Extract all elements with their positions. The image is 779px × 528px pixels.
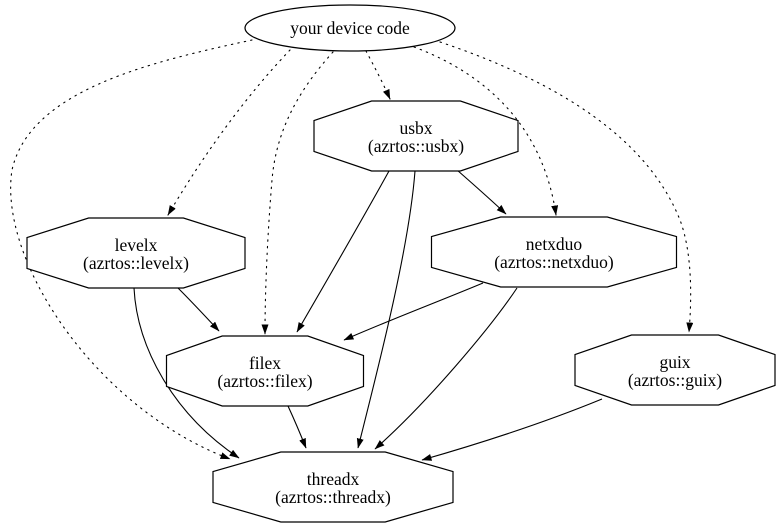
edge-device-usbx: [365, 50, 391, 100]
node-label-usbx: usbx: [399, 118, 432, 138]
node-label-filex: filex: [249, 353, 281, 373]
edges-layer: [10, 39, 694, 461]
edge-device-levelx: [167, 49, 291, 216]
edge-usbx-threadx: [356, 170, 416, 449]
edge-device-filex: [261, 51, 334, 335]
node-label-netxduo: netxduo: [526, 234, 583, 254]
node-sublabel-usbx: (azrtos::usbx): [368, 136, 464, 156]
edge-netxduo-filex: [343, 282, 484, 341]
node-sublabel-netxduo: (azrtos::netxduo): [494, 252, 614, 272]
node-label-guix: guix: [659, 352, 690, 372]
node-label-device: your device code: [290, 18, 410, 38]
node-sublabel-filex: (azrtos::filex): [217, 371, 312, 391]
edge-guix-threadx: [421, 398, 603, 461]
levelx-octagon-shape: [26, 217, 246, 289]
node-levelx: levelx(azrtos::levelx): [26, 217, 246, 289]
node-sublabel-guix: (azrtos::guix): [628, 370, 722, 390]
device-ellipse-shape: [244, 4, 456, 52]
edge-usbx-filex: [296, 170, 390, 333]
node-sublabel-threadx: (azrtos::threadx): [275, 487, 391, 507]
edge-levelx-filex: [177, 287, 220, 332]
node-filex: filex(azrtos::filex): [165, 335, 365, 407]
node-usbx: usbx(azrtos::usbx): [313, 100, 519, 172]
node-netxduo: netxduo(azrtos::netxduo): [430, 216, 678, 288]
filex-octagon-shape: [165, 335, 365, 407]
node-threadx: threadx(azrtos::threadx): [212, 451, 454, 523]
threadx-octagon-shape: [212, 451, 454, 523]
node-sublabel-levelx: (azrtos::levelx): [83, 253, 189, 273]
guix-octagon-shape: [574, 334, 776, 406]
usbx-octagon-shape: [313, 100, 519, 172]
edge-netxduo-threadx: [374, 287, 518, 450]
node-device: your device code: [244, 4, 456, 52]
node-guix: guix(azrtos::guix): [574, 334, 776, 406]
edge-levelx-threadx: [133, 287, 240, 459]
netxduo-octagon-shape: [430, 216, 678, 288]
edge-device-guix: [439, 41, 694, 333]
node-label-threadx: threadx: [307, 469, 360, 489]
nodes-layer: your device codeusbx(azrtos::usbx)levelx…: [26, 4, 776, 523]
node-label-levelx: levelx: [115, 235, 158, 255]
edge-filex-threadx: [287, 405, 307, 449]
edge-usbx-netxduo: [456, 169, 507, 215]
